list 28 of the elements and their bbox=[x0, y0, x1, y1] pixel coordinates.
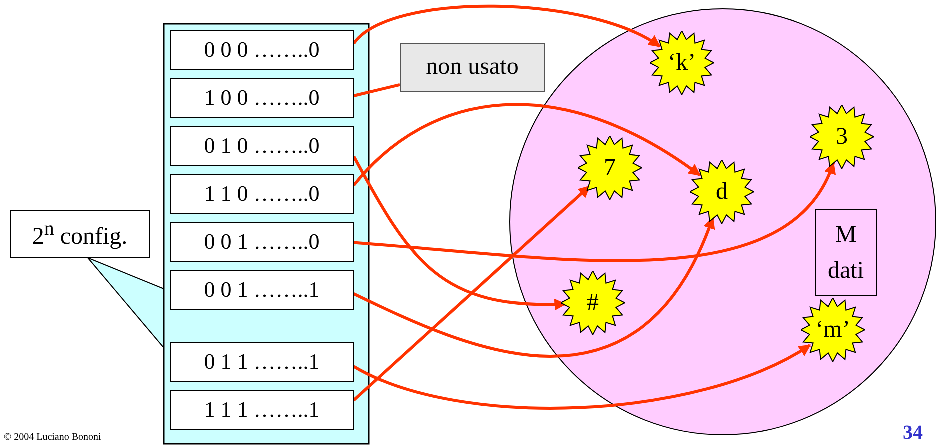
text-box: M dati bbox=[815, 209, 877, 296]
bit-string-box: 0 1 0 ……..0 bbox=[170, 126, 354, 166]
starburst: 3 bbox=[810, 105, 874, 169]
arrow bbox=[354, 162, 835, 262]
arrow bbox=[352, 4, 661, 48]
bit-string-box: 0 0 1 ……..0 bbox=[170, 222, 354, 262]
starburst: ‘k’ bbox=[650, 31, 714, 95]
bit-string-box: 1 1 0 ……..0 bbox=[170, 174, 354, 214]
bit-string-box: 0 1 1 ……..1 bbox=[170, 342, 354, 382]
bit-string-box: 1 0 0 ……..0 bbox=[170, 78, 354, 118]
text-box: 2$^{n}$ config. bbox=[10, 210, 150, 258]
arrow bbox=[353, 185, 591, 402]
bit-string-box: 0 0 1 ……..1 bbox=[170, 270, 354, 310]
arrow bbox=[352, 156, 567, 310]
page-number: 34 bbox=[903, 422, 923, 445]
starburst: ‘m’ bbox=[801, 298, 865, 362]
copyright-note: © 2004 Luciano Bononi bbox=[4, 432, 102, 443]
arrow bbox=[353, 216, 714, 358]
starburst: d bbox=[690, 160, 754, 224]
starburst: 7 bbox=[578, 136, 642, 200]
bit-string-box: 1 1 1 ……..1 bbox=[170, 390, 354, 430]
bit-string-box: 0 0 0 ……..0 bbox=[170, 30, 354, 70]
note-box: non usato bbox=[400, 43, 545, 92]
starburst: # bbox=[561, 271, 625, 335]
arrow bbox=[352, 104, 701, 186]
arrow bbox=[353, 344, 812, 410]
callout-panel bbox=[163, 23, 370, 445]
connector-line bbox=[354, 83, 400, 98]
